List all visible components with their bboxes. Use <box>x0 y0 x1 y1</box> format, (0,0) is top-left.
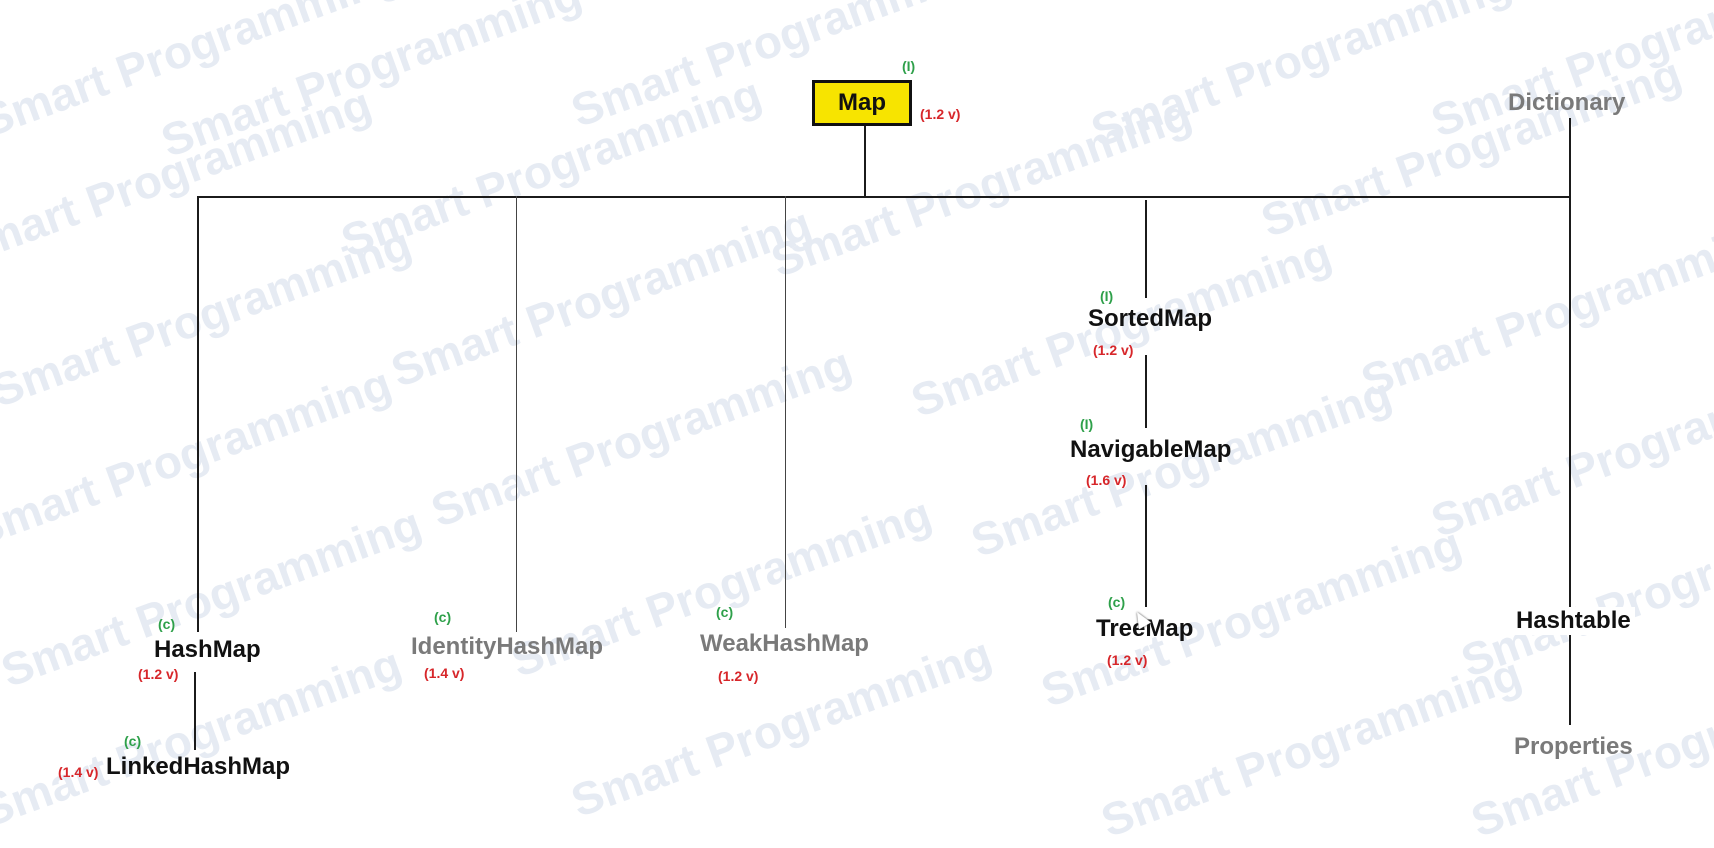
watermark-text: Smart Programming <box>1454 486 1714 688</box>
treemap-type-tag: (c) <box>1108 594 1126 610</box>
sortedmap-type-tag: (I) <box>1100 288 1114 304</box>
watermark-text: Smart Programming <box>154 0 588 168</box>
watermark-text: Smart Programming <box>0 0 408 148</box>
connector-treemap <box>1145 485 1147 607</box>
map-node: Map <box>812 80 912 126</box>
hashmap-type-tag: (c) <box>158 616 176 632</box>
watermark-text: Smart Programming <box>1354 206 1714 408</box>
treemap-node: TreeMap <box>1096 615 1194 642</box>
connector-dictionary <box>1569 118 1571 725</box>
navigablemap-version-tag: (1.6 v) <box>1086 472 1127 488</box>
weakhashmap-node: WeakHashMap <box>700 630 869 657</box>
identityhashmap-node: IdentityHashMap <box>411 633 604 660</box>
watermark-text: Smart Programming <box>1254 46 1688 248</box>
connector-navigablemap <box>1145 355 1147 428</box>
linkedhashmap-node: LinkedHashMap <box>106 753 291 780</box>
map-version-tag: (1.2 v) <box>920 106 961 122</box>
watermark-text: Smart Programming <box>424 336 858 538</box>
sortedmap-version-tag: (1.2 v) <box>1093 342 1134 358</box>
treemap-version-tag: (1.2 v) <box>1107 652 1148 668</box>
hashmap-version-tag: (1.2 v) <box>138 666 179 682</box>
navigablemap-node: NavigableMap <box>1070 436 1232 463</box>
connector-hashmap <box>197 196 199 632</box>
connector-weakhashmap <box>785 196 786 628</box>
linkedhashmap-type-tag: (c) <box>124 733 142 749</box>
map-type-tag: (I) <box>902 58 916 74</box>
connector-identityhashmap <box>516 196 517 632</box>
properties-node: Properties <box>1514 733 1633 760</box>
hashtable-node: Hashtable <box>1512 607 1635 635</box>
linkedhashmap-version-tag: (1.4 v) <box>58 764 99 780</box>
watermark-text: Smart Programming <box>0 216 418 418</box>
watermark-text: Smart Programming <box>334 66 768 268</box>
watermark-text: Smart Programming <box>1084 0 1518 158</box>
navigablemap-type-tag: (I) <box>1080 416 1094 432</box>
watermark-text: Smart Programming <box>384 196 818 398</box>
connector-map-trunk <box>864 126 866 198</box>
weakhashmap-version-tag: (1.2 v) <box>718 668 759 684</box>
watermark-text: Smart Programming <box>0 636 408 838</box>
identityhashmap-type-tag: (c) <box>434 609 452 625</box>
connector-sortedmap <box>1145 200 1147 298</box>
hashmap-node: HashMap <box>154 636 261 663</box>
map-label: Map <box>838 89 886 116</box>
watermark-text: Smart Programming <box>0 496 428 698</box>
dictionary-node: Dictionary <box>1508 89 1626 116</box>
connector-linkedhashmap <box>194 672 196 750</box>
sortedmap-node: SortedMap <box>1088 305 1213 332</box>
identityhashmap-version-tag: (1.4 v) <box>424 665 465 681</box>
connector-main-bus <box>197 196 1571 198</box>
weakhashmap-type-tag: (c) <box>716 604 734 620</box>
watermark-text: Smart Programming <box>0 76 378 278</box>
watermark-text: Smart Programming <box>0 356 398 558</box>
watermark-text: Smart Programming <box>1094 646 1528 848</box>
watermark-text: Smart Programming <box>964 366 1398 568</box>
